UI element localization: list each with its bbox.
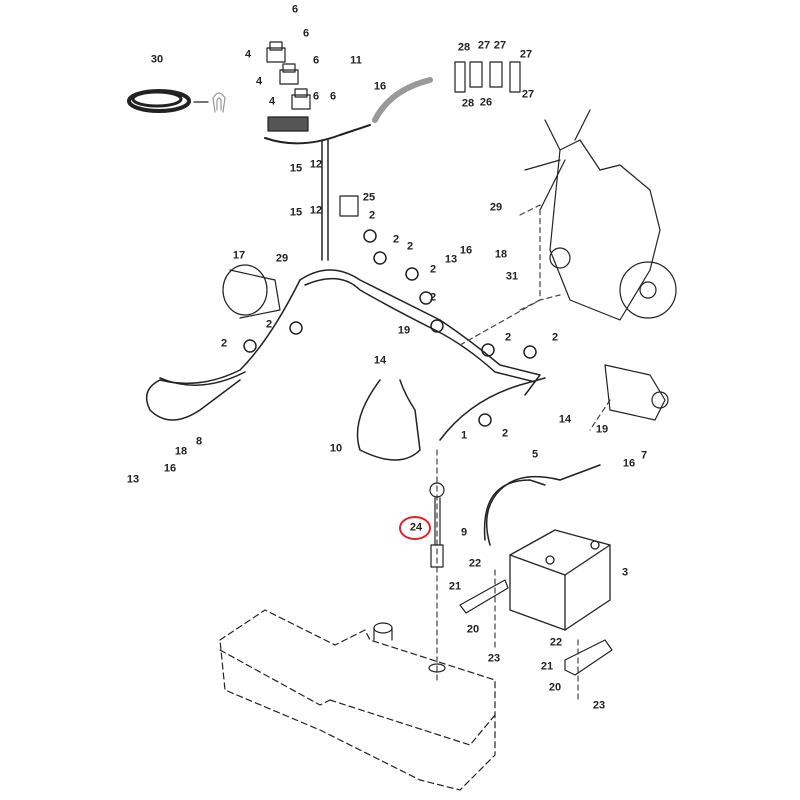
- callout-6[interactable]: 6: [329, 90, 337, 103]
- callout-1[interactable]: 1: [460, 429, 468, 442]
- callout-15[interactable]: 15: [289, 206, 303, 219]
- cable-clamps: [243, 229, 537, 427]
- callout-27[interactable]: 27: [519, 48, 533, 61]
- callout-2[interactable]: 2: [265, 318, 273, 331]
- fuel-level-sender: [429, 482, 445, 568]
- hold-down-bracket-lower: [564, 639, 613, 676]
- callout-6[interactable]: 6: [312, 90, 320, 103]
- callout-14[interactable]: 14: [558, 413, 572, 426]
- callout-2[interactable]: 2: [406, 240, 414, 253]
- callout-26[interactable]: 26: [479, 96, 493, 109]
- relay-25: [339, 195, 359, 217]
- callout-19[interactable]: 19: [397, 324, 411, 337]
- hold-down-bracket-upper: [459, 579, 509, 614]
- callout-21[interactable]: 21: [540, 660, 554, 673]
- callout-4[interactable]: 4: [268, 95, 276, 108]
- callout-29[interactable]: 29: [489, 201, 503, 214]
- callout-2[interactable]: 2: [429, 291, 437, 304]
- callout-10[interactable]: 10: [329, 442, 343, 455]
- callout-20[interactable]: 20: [466, 623, 480, 636]
- starter-motor: [604, 364, 669, 421]
- relay-group: [264, 41, 371, 145]
- callout-22[interactable]: 22: [468, 557, 482, 570]
- battery: [509, 529, 611, 631]
- callout-20[interactable]: 20: [548, 681, 562, 694]
- leader-dashes: [436, 204, 611, 701]
- callout-14[interactable]: 14: [373, 354, 387, 367]
- callout-12[interactable]: 12: [309, 204, 323, 217]
- callout-13[interactable]: 13: [126, 473, 140, 486]
- edge-trim-coil: [127, 89, 226, 113]
- callout-29[interactable]: 29: [275, 252, 289, 265]
- callout-27[interactable]: 27: [477, 39, 491, 52]
- callout-30[interactable]: 30: [150, 53, 164, 66]
- callout-2[interactable]: 2: [504, 331, 512, 344]
- callout-6[interactable]: 6: [312, 54, 320, 67]
- callout-2[interactable]: 2: [368, 209, 376, 222]
- callout-17[interactable]: 17: [232, 249, 246, 262]
- callout-28[interactable]: 28: [457, 41, 471, 54]
- callout-31[interactable]: 31: [505, 270, 519, 283]
- callout-27[interactable]: 27: [493, 39, 507, 52]
- callout-9[interactable]: 9: [460, 526, 468, 539]
- fuel-tank-cap: [373, 622, 446, 673]
- callout-13[interactable]: 13: [444, 253, 458, 266]
- connector-inset: [454, 61, 521, 93]
- callout-18[interactable]: 18: [494, 248, 508, 261]
- callout-5[interactable]: 5: [531, 448, 539, 461]
- callout-16[interactable]: 16: [373, 80, 387, 93]
- callout-2[interactable]: 2: [551, 331, 559, 344]
- callout-15[interactable]: 15: [289, 162, 303, 175]
- callout-4[interactable]: 4: [244, 48, 252, 61]
- highlight-ring-24: [399, 516, 431, 540]
- callout-2[interactable]: 2: [429, 263, 437, 276]
- alternator: [222, 264, 281, 319]
- callout-2[interactable]: 2: [501, 427, 509, 440]
- callout-21[interactable]: 21: [448, 580, 462, 593]
- callout-2[interactable]: 2: [220, 337, 228, 350]
- callout-23[interactable]: 23: [592, 699, 606, 712]
- callout-28[interactable]: 28: [461, 97, 475, 110]
- inset-arrow: [372, 77, 433, 123]
- callout-27[interactable]: 27: [521, 88, 535, 101]
- callout-4[interactable]: 4: [255, 75, 263, 88]
- callout-12[interactable]: 12: [309, 158, 323, 171]
- fuel-tank: [219, 609, 496, 791]
- callout-22[interactable]: 22: [549, 636, 563, 649]
- callout-7[interactable]: 7: [640, 449, 648, 462]
- callout-6[interactable]: 6: [302, 27, 310, 40]
- callout-16[interactable]: 16: [459, 244, 473, 257]
- engine: [524, 109, 677, 321]
- callout-8[interactable]: 8: [195, 435, 203, 448]
- callout-3[interactable]: 3: [621, 566, 629, 579]
- callout-18[interactable]: 18: [174, 445, 188, 458]
- callout-25[interactable]: 25: [362, 191, 376, 204]
- wiring-harness: [145, 139, 601, 546]
- callout-11[interactable]: 11: [350, 54, 362, 67]
- callout-16[interactable]: 16: [163, 462, 177, 475]
- callout-23[interactable]: 23: [487, 652, 501, 665]
- callout-6[interactable]: 6: [291, 3, 299, 16]
- callout-2[interactable]: 2: [392, 233, 400, 246]
- callout-19[interactable]: 19: [595, 423, 609, 436]
- callout-16[interactable]: 16: [622, 457, 636, 470]
